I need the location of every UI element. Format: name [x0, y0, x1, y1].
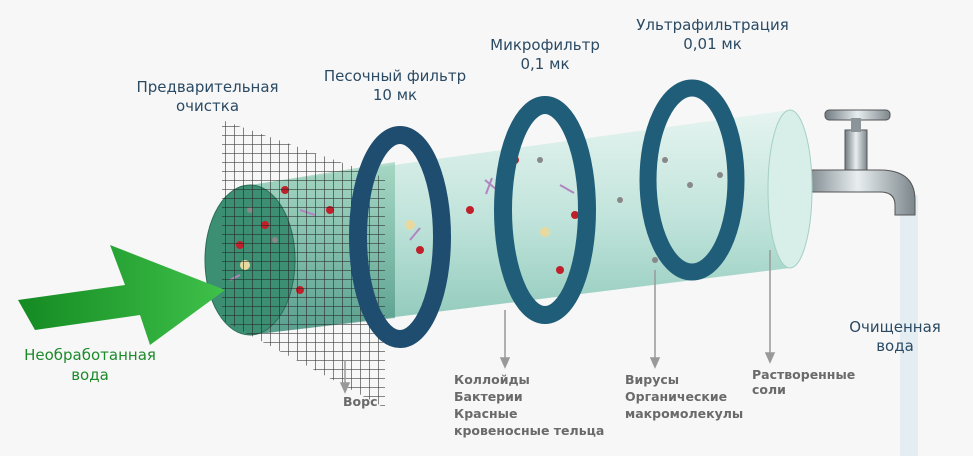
input-arrow-icon	[18, 245, 225, 345]
faucet-icon	[799, 109, 918, 456]
removed-micro: Вирусы Органические макромолекулы	[625, 372, 744, 421]
removed-ultra: Растворенные соли	[752, 367, 856, 397]
label-clean-water: Очищенная вода	[849, 318, 941, 355]
microfilter-ring	[494, 96, 596, 324]
label-sand-filter: Песочный фильтр 10 мк	[323, 67, 467, 104]
sand-filter-ring	[349, 126, 451, 348]
ultrafilter-ring	[639, 79, 745, 281]
label-ultrafilter: Ультрафильтрация 0,01 мк	[636, 16, 789, 53]
removed-prefilter: Ворс	[343, 394, 378, 409]
removed-sand: Коллойды Бактерии Красные кровеносные те…	[454, 372, 605, 438]
label-prefilter: Предварительная очистка	[136, 78, 279, 115]
prefilter-mesh	[222, 120, 385, 408]
label-microfilter: Микрофильтр 0,1 мк	[490, 36, 600, 73]
label-raw-water: Необработанная вода	[24, 346, 156, 384]
pointer-lines	[339, 250, 776, 394]
